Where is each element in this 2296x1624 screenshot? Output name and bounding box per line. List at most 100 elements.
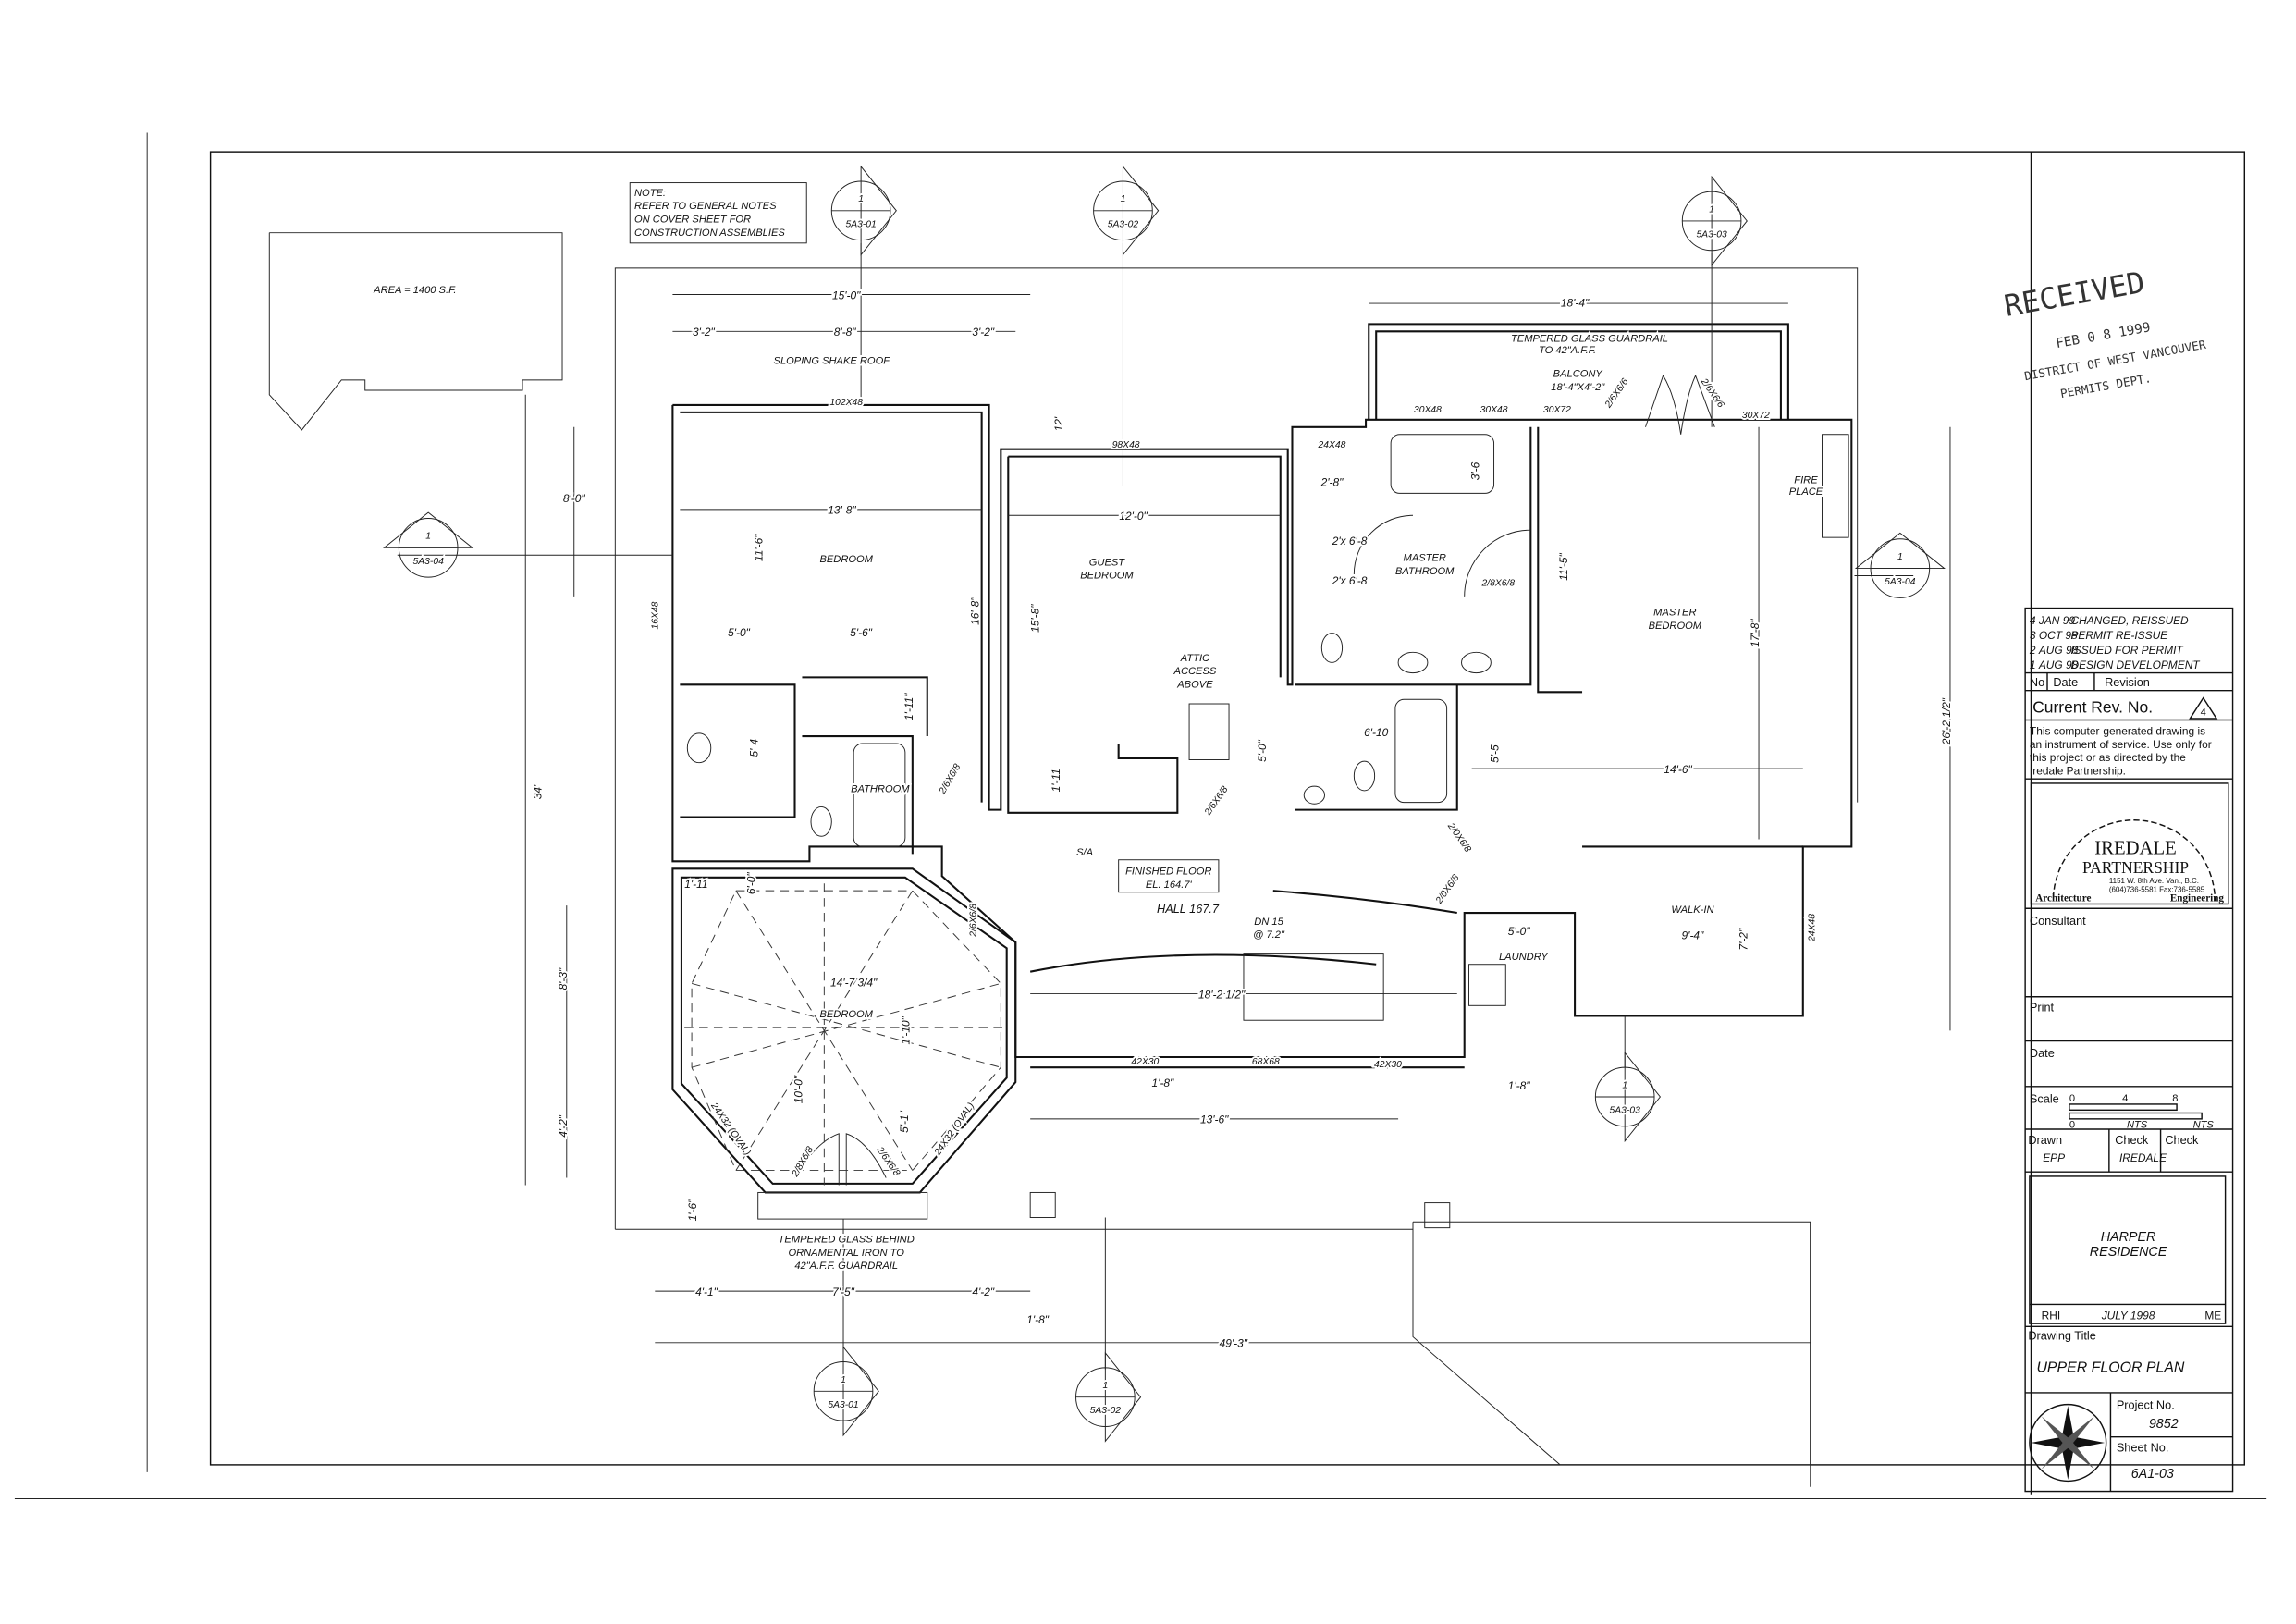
note-line: ON COVER SHEET FOR (634, 215, 751, 226)
project-name: RESIDENCE (2090, 1245, 2167, 1260)
dimension-label: 11'-6" (752, 534, 765, 561)
rev-header-no: No (2030, 675, 2044, 689)
section-number: 1 (1102, 1381, 1108, 1391)
revision-triangle-icon (2189, 696, 2218, 720)
dimension-label: 15'-0" (832, 289, 861, 301)
section-sheet-ref: 5A3-03 (1610, 1105, 1641, 1115)
ceiling-pattern (684, 883, 1009, 1186)
dimension-label: 14'-7 3/4" (830, 977, 878, 990)
room-label: BEDROOM (1080, 571, 1134, 582)
section-sheet-ref: 5A3-04 (413, 557, 445, 567)
finished-floor-elevation: FINISHED FLOOR EL. 164.7' HALL 167.7 (1118, 859, 1220, 916)
hall-elevation: HALL 167.7 (1157, 902, 1220, 916)
scale-label: Scale (2030, 1091, 2059, 1105)
dimension-label: 8'-3" (557, 967, 570, 990)
current-rev-label: Current Rev. No. (2032, 698, 2153, 717)
drawing-title-label: Drawing Title (2028, 1329, 2096, 1343)
window-door-tag: 24X48 (1808, 914, 1818, 942)
window-door-tag: 2/6X6/8 (1203, 784, 1231, 818)
section-number: 1 (1897, 552, 1903, 562)
dimension-label: 11'-5" (1557, 552, 1570, 580)
current-rev-number: 4 (2201, 707, 2206, 719)
room-label: WALK-IN (1671, 904, 1714, 916)
drawn-by: EPP (2043, 1151, 2065, 1164)
dimension-label: 18'-2 1/2" (1198, 988, 1246, 1001)
rev-header-date: Date (2053, 675, 2078, 689)
dimension-label: 18'-4" (1561, 296, 1590, 309)
finished-floor-label: FINISHED FLOOR (1125, 867, 1211, 878)
general-note: NOTE: REFER TO GENERAL NOTES ON COVER SH… (629, 182, 807, 244)
sheet-no: 6A1-03 (2131, 1467, 2174, 1482)
print-label: Print (2030, 1001, 2055, 1015)
disclaimer-line: this project or as directed by the (2030, 751, 2186, 764)
revision-row: 3 OCT 98 PERMIT RE-ISSUE (2030, 629, 2168, 642)
revision-row: 4 JAN 99 CHANGED, REISSUED (2030, 614, 2189, 627)
window-door-tag: 68X68 (1252, 1057, 1280, 1067)
dimension-label: 1'-10" (900, 1015, 913, 1044)
room-label: TEMPERED GLASS BEHIND (779, 1235, 915, 1246)
room-label: ACCESS (1173, 666, 1217, 677)
site-outline (614, 267, 1859, 1487)
window-door-tag: 30X48 (1414, 405, 1442, 415)
stamp-dept: PERMITS DEPT. (2059, 372, 2153, 401)
project-name: HARPER (2101, 1230, 2156, 1245)
consultant-label: Consultant (2030, 914, 2086, 928)
floor-plan-walls (671, 323, 1853, 1229)
room-label: FIRE (1794, 474, 1818, 486)
project-no-label: Project No. (2117, 1397, 2175, 1411)
project-date: JULY 1998 (2101, 1309, 2155, 1322)
room-label: MASTER (1404, 553, 1446, 564)
dimension-label: 4'-2" (972, 1286, 995, 1298)
window-door-tag: 30X48 (1480, 405, 1508, 415)
date-label: Date (2030, 1046, 2055, 1060)
window-door-tag: 98X48 (1112, 440, 1140, 450)
room-label: TEMPERED GLASS GUARDRAIL (1511, 333, 1668, 344)
scale-bar (2069, 1112, 2203, 1120)
project-footer-right: ME (2204, 1309, 2221, 1322)
dimension-label: 4'-2" (557, 1114, 570, 1138)
section-sheet-ref: 5A3-02 (1108, 219, 1139, 229)
dimension-label: 1'-11 (1050, 769, 1062, 792)
room-label: ABOVE (1176, 680, 1213, 691)
dimension-label: 4'-1" (695, 1286, 718, 1298)
project-footer-left: RHI (2042, 1309, 2061, 1322)
project-no: 9852 (2149, 1417, 2179, 1432)
firm-discipline: Engineering (2170, 892, 2225, 904)
dimension-label: 7'-2" (1737, 928, 1750, 951)
section-number: 1 (1622, 1080, 1627, 1090)
section-number: 1 (1121, 194, 1126, 204)
disclaimer-line: Iredale Partnership. (2030, 764, 2126, 777)
dimension-label: 2'x 6'-8 (1332, 574, 1368, 587)
dimension-label: 1'-8" (1026, 1313, 1050, 1326)
revision-row: 1 AUG 98 DESIGN DEVELOPMENT (2030, 658, 2200, 671)
disclaimer-line: This computer-generated drawing is (2030, 724, 2205, 737)
scale-nts: NTS (2193, 1119, 2215, 1130)
dimension-label: 5'-6" (850, 626, 873, 639)
section-number: 1 (858, 194, 864, 204)
window-door-tag: 2/8X6/8 (790, 1145, 816, 1179)
dimension-label: 9'-4" (1682, 929, 1705, 942)
scale-tick: 8 (2172, 1093, 2178, 1104)
room-label: BATHROOM (851, 784, 910, 795)
dimension-label: 5'-0" (1256, 739, 1269, 762)
checked-by: IREDALE (2119, 1151, 2167, 1164)
window-door-tag: 42X30 (1374, 1060, 1402, 1070)
dimension-label: 34' (532, 784, 545, 799)
compass-rose-icon (2029, 1403, 2107, 1483)
room-label: BEDROOM (1649, 621, 1702, 632)
section-sheet-ref: 5A3-01 (845, 219, 876, 229)
dimension-label: 1'-8" (1508, 1079, 1531, 1092)
room-label: TO 42"A.F.F. (1539, 345, 1596, 356)
dimension-label: 5'-4 (748, 739, 761, 757)
window-door-tag: 2/6X6/8 (968, 904, 978, 938)
section-sheet-ref: 5A3-02 (1090, 1406, 1122, 1416)
dimension-label: 3'-6 (1469, 461, 1482, 480)
dimension-label: 5'-0" (728, 626, 751, 639)
window-door-tag: 2/0X6/8 (1445, 820, 1473, 855)
section-marker: 1 5A3-01 (830, 165, 897, 256)
room-label: DN 15 (1254, 917, 1283, 928)
scale-bar (2069, 1103, 2178, 1112)
drawing-title: UPPER FLOOR PLAN (2036, 1360, 2184, 1376)
